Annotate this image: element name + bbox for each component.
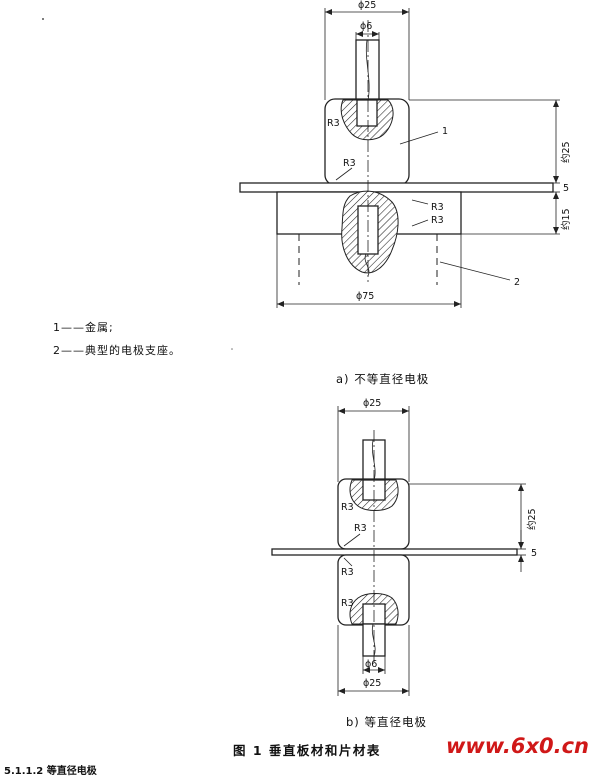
dim-b-rod: ϕ6 <box>365 659 377 670</box>
label-a-r4: R3 <box>431 215 444 226</box>
figure-title: 图 1 垂直板材和片材表 <box>233 743 381 758</box>
label-b-r4: R3 <box>341 598 354 609</box>
label-b-r3: R3 <box>341 567 354 578</box>
dim-a-bottom-width: ϕ75 <box>356 291 374 302</box>
section-heading-fragment: 5.1.1.2 等直径电极 <box>4 766 97 777</box>
dim-b-thickness: 5 <box>531 548 537 559</box>
dim-b-height: 约25 <box>526 508 538 530</box>
dim-b-top-width: ϕ25 <box>363 398 381 409</box>
label-b-r2: R3 <box>354 523 367 534</box>
plate-a <box>239 182 554 193</box>
label-b-r1: R3 <box>341 502 354 513</box>
label-a-r2: R3 <box>343 158 356 169</box>
legend-item-1: 1——金属; <box>53 321 114 334</box>
label-a-r3: R3 <box>431 202 444 213</box>
dim-a-rod: ϕ6 <box>360 21 372 32</box>
callout-a-2: 2 <box>514 277 520 288</box>
plate-b <box>271 548 518 556</box>
caption-a: a) 不等直径电极 <box>336 372 430 386</box>
dim-a-top-width: ϕ25 <box>358 0 376 11</box>
legend-item-2: 2——典型的电极支座。 <box>53 344 181 357</box>
figure-a: ϕ25 ϕ6 R3 R3 R3 R3 1 2 <box>239 0 572 308</box>
dim-a-thickness: 5 <box>563 183 569 194</box>
label-a-r1: R3 <box>327 118 340 129</box>
callout-a-1: 1 <box>442 126 448 137</box>
caption-b: b) 等直径电极 <box>346 715 427 729</box>
dim-a-height-lower: 约15 <box>560 208 572 230</box>
watermark: www.6x0.cn <box>446 734 589 758</box>
dim-b-bottom-width: ϕ25 <box>363 678 381 689</box>
figure-b: ϕ25 R3 R3 R3 R3 约25 5 <box>271 398 538 696</box>
dim-a-height-upper: 约25 <box>560 141 572 163</box>
